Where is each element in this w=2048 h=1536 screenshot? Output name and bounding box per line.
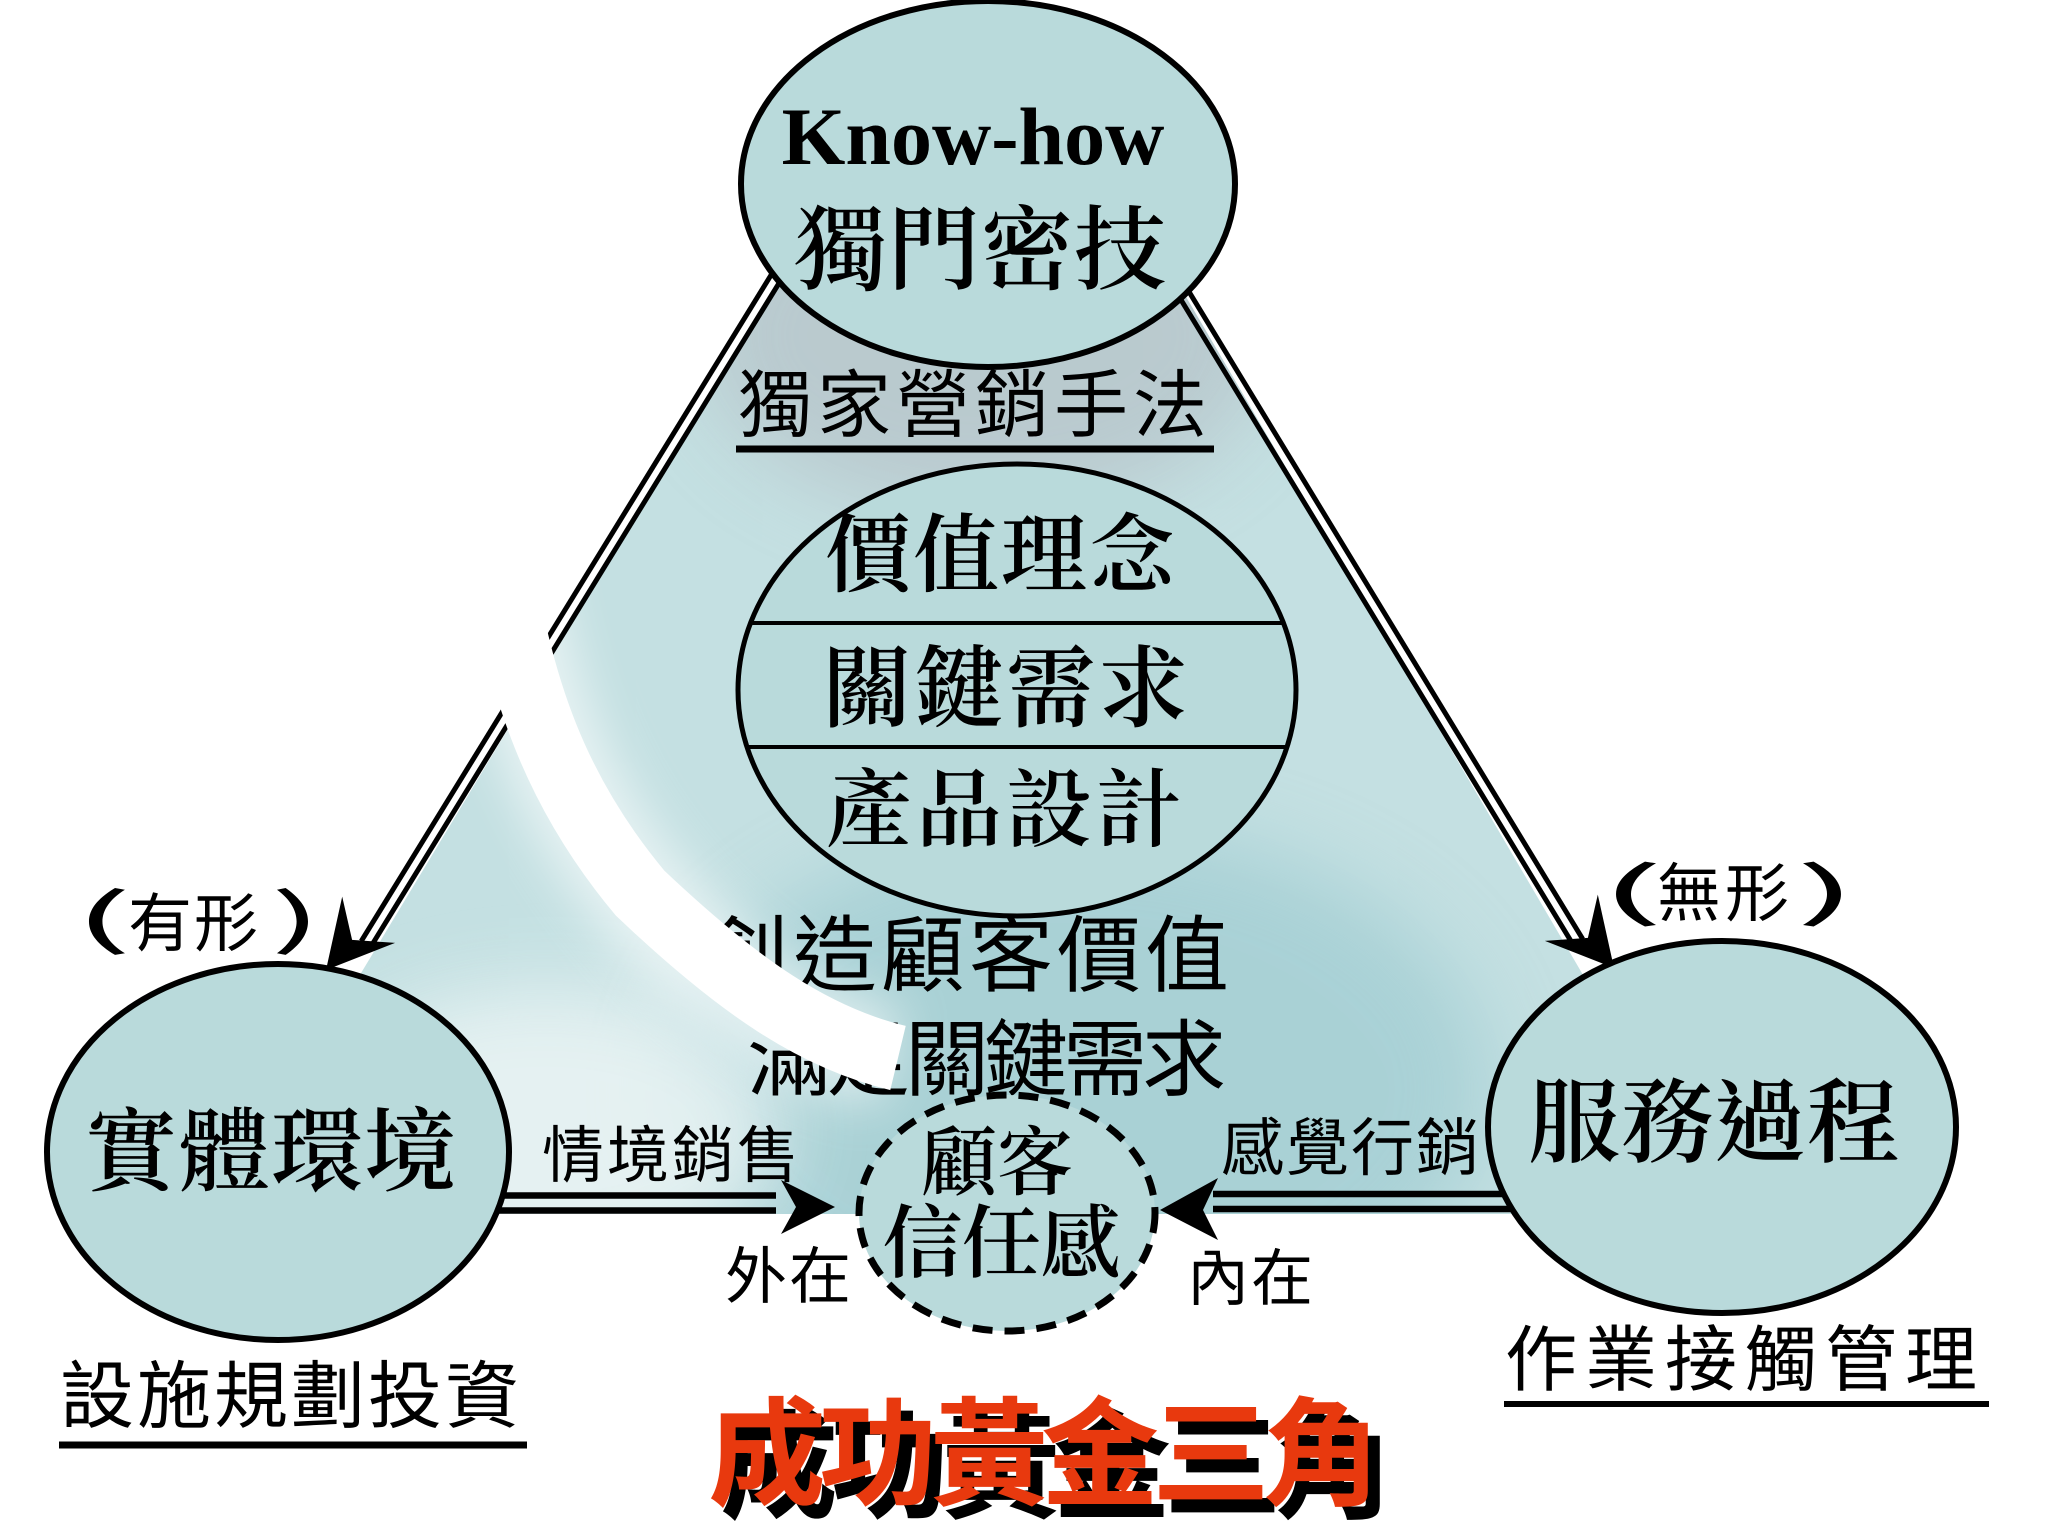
svg-text:Know-how: Know-how — [782, 91, 1165, 182]
